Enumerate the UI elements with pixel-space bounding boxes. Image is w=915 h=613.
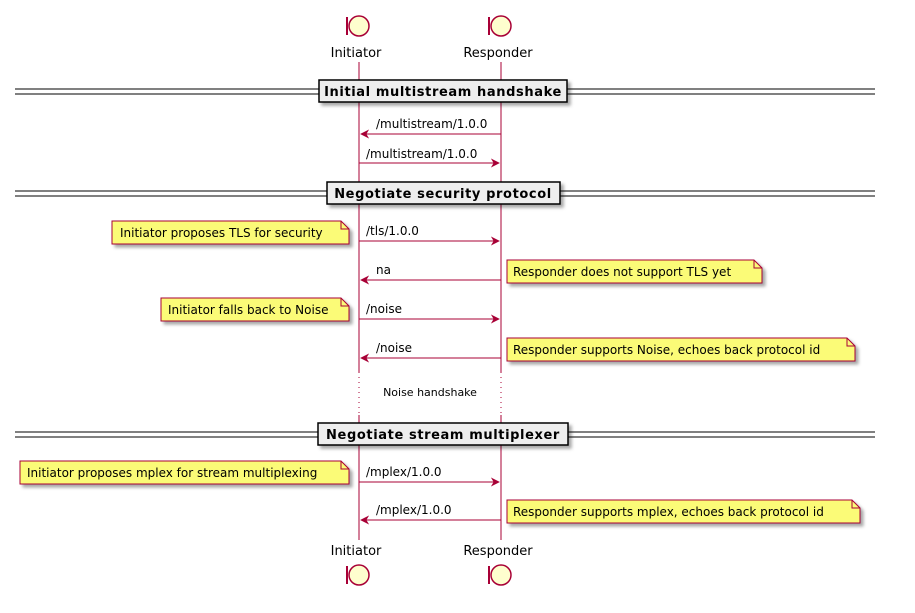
message-ms-init: /multistream/1.0.0 — [359, 147, 500, 168]
divider-muxer: Negotiate stream multiplexer — [15, 422, 875, 446]
note-text: Initiator proposes mplex for stream mult… — [27, 466, 317, 480]
message-label: /mplex/1.0.0 — [376, 503, 452, 517]
participant-initiator-top: Initiator — [331, 15, 382, 61]
participant-label: Responder — [463, 46, 533, 61]
boundary-icon — [490, 564, 512, 586]
note-text: Responder does not support TLS yet — [513, 265, 731, 279]
participant-responder-top: Responder — [463, 15, 533, 61]
delay-label: Noise handshake — [383, 386, 477, 399]
divider-security: Negotiate security protocol — [15, 181, 875, 205]
participant-responder-bottom: Responder — [463, 544, 533, 586]
message-mplex-req: /mplex/1.0.0 — [359, 465, 500, 487]
note-init-noise: Initiator falls back to Noise — [160, 297, 350, 322]
message-label: /mplex/1.0.0 — [366, 465, 442, 479]
divider-label: Initial multistream handshake — [324, 85, 562, 100]
participant-initiator-bottom: Initiator — [331, 544, 382, 586]
message-noise-resp: /noise — [360, 341, 501, 363]
message-ms-resp: /multistream/1.0.0 — [360, 117, 501, 139]
divider-initial: Initial multistream handshake — [15, 79, 875, 103]
message-label: /multistream/1.0.0 — [366, 147, 477, 161]
message-tls-req: /tls/1.0.0 — [359, 224, 500, 246]
note-text: Responder supports Noise, echoes back pr… — [513, 343, 820, 357]
boundary-icon — [348, 564, 370, 586]
message-na-resp: na — [360, 263, 501, 285]
note-resp-mplex: Responder supports mplex, echoes back pr… — [506, 499, 861, 524]
divider-label: Negotiate stream multiplexer — [326, 428, 560, 443]
note-resp-noise: Responder supports Noise, echoes back pr… — [506, 337, 856, 362]
participant-label: Initiator — [331, 46, 382, 61]
note-init-tls: Initiator proposes TLS for security — [111, 220, 350, 245]
message-label: na — [376, 263, 391, 277]
message-label: /noise — [376, 341, 412, 355]
note-text: Initiator falls back to Noise — [168, 303, 328, 317]
note-text: Initiator proposes TLS for security — [120, 226, 323, 240]
message-noise-req: /noise — [359, 302, 500, 324]
divider-label: Negotiate security protocol — [334, 187, 552, 202]
participant-label: Responder — [463, 544, 533, 559]
lifelines — [358, 62, 502, 540]
message-label: /tls/1.0.0 — [366, 224, 419, 238]
boundary-icon — [348, 15, 370, 37]
participant-label: Initiator — [331, 544, 382, 559]
note-text: Responder supports mplex, echoes back pr… — [513, 505, 824, 519]
message-label: /noise — [366, 302, 402, 316]
note-resp-no-tls: Responder does not support TLS yet — [506, 259, 763, 284]
message-mplex-resp: /mplex/1.0.0 — [360, 503, 501, 525]
message-label: /multistream/1.0.0 — [376, 117, 487, 131]
note-init-mplex: Initiator proposes mplex for stream mult… — [19, 460, 350, 485]
boundary-icon — [490, 15, 512, 37]
